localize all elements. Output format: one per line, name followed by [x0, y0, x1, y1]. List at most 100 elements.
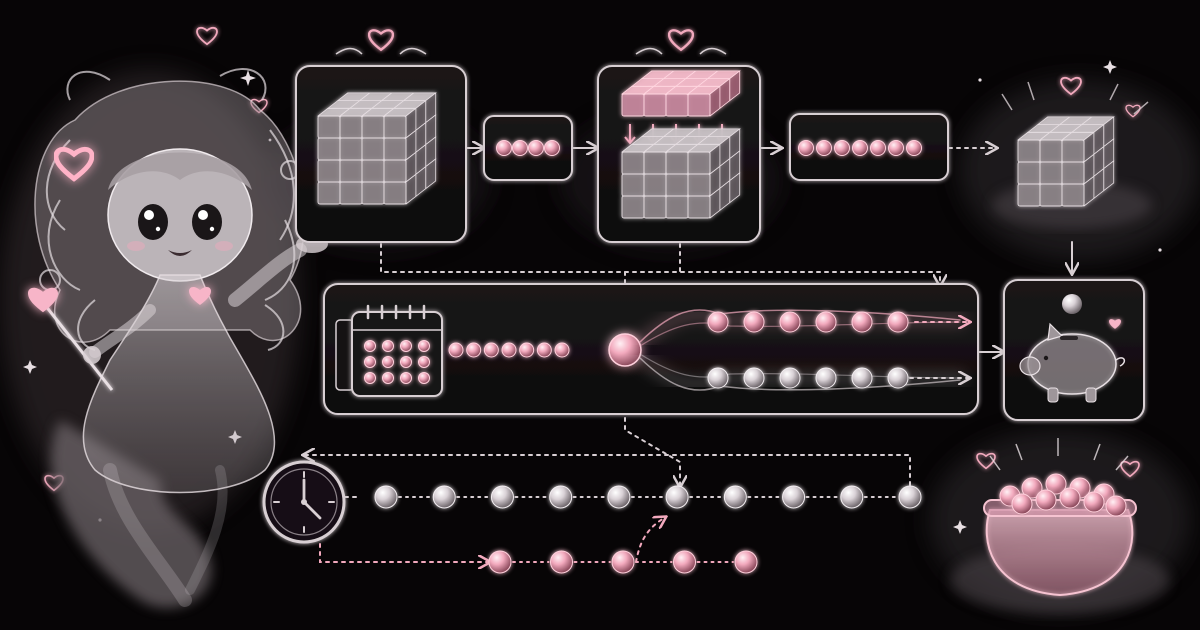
pot-pearl	[1083, 491, 1105, 513]
pearl-bead	[432, 485, 456, 509]
cube-box-split	[597, 29, 761, 243]
stream-panel	[323, 283, 979, 415]
calendar-cell-bead	[418, 372, 430, 384]
calendar-cell-bead	[364, 356, 376, 368]
pink-bead	[536, 342, 552, 358]
cube-face	[621, 195, 645, 219]
pearl-bead	[887, 367, 909, 389]
cube-face	[1103, 160, 1115, 192]
pink-bead	[851, 311, 873, 333]
cube-face	[729, 70, 741, 102]
pink-timeline	[488, 550, 758, 574]
pink-bead	[779, 311, 801, 333]
cube-face	[1061, 183, 1085, 207]
pearl-bead	[490, 485, 514, 509]
pink-bead	[512, 140, 528, 156]
cube-face	[621, 93, 645, 117]
cube-face	[665, 195, 689, 219]
pearl-bead	[815, 367, 837, 389]
pink-bead	[483, 342, 499, 358]
pink-bead	[834, 140, 850, 156]
cube-face	[383, 159, 407, 183]
cube-face	[643, 173, 667, 197]
cube-face	[1061, 139, 1085, 163]
cube-face	[339, 181, 363, 205]
calendar-cell-bead	[364, 372, 376, 384]
cube-face	[687, 195, 711, 219]
pearl-bead	[779, 367, 801, 389]
cube-face	[317, 137, 341, 161]
cube-stack-icon	[316, 92, 437, 205]
pot-pearl	[1105, 495, 1127, 517]
pink-bead	[611, 550, 635, 574]
calendar-icon	[335, 304, 443, 397]
pot-pearl	[1059, 487, 1081, 509]
cube-stack-icon	[620, 128, 741, 219]
cube-face	[665, 93, 689, 117]
coin-pearl	[1062, 294, 1082, 314]
calendar-cell-bead	[400, 340, 412, 352]
pearl-bead	[851, 367, 873, 389]
cube-face	[425, 158, 437, 190]
cube-box-input	[295, 29, 467, 243]
cube-face	[1039, 139, 1063, 163]
pink-bead	[550, 550, 573, 574]
calendar-cell-bead	[382, 372, 394, 384]
pink-bead	[870, 140, 886, 156]
cube-face	[1017, 183, 1041, 207]
pink-bead	[519, 342, 535, 358]
cube-face	[643, 151, 667, 175]
pink-bead	[707, 311, 729, 333]
pearl-bead	[743, 367, 765, 389]
piggy-bank-box	[1003, 279, 1145, 421]
cube-face	[1061, 161, 1085, 185]
pink-bead	[743, 311, 765, 333]
pearl-bead	[707, 367, 729, 389]
pearl-bead	[374, 485, 398, 509]
cube-face	[621, 173, 645, 197]
pink-bead	[673, 550, 696, 574]
cube-face	[1039, 183, 1063, 207]
cube-face	[361, 159, 385, 183]
heart-icon	[196, 26, 218, 46]
pearl-bead	[607, 485, 631, 509]
pink-bead	[554, 342, 570, 358]
pearl-bead	[898, 485, 922, 509]
pot-pearl	[1011, 493, 1033, 515]
cube-face	[1017, 139, 1041, 163]
pink-bead	[887, 311, 909, 333]
pink-bead	[528, 140, 544, 156]
cube-face	[361, 181, 385, 205]
clock-icon	[262, 460, 346, 544]
calendar-cell-bead	[364, 340, 376, 352]
calendar-cell-bead	[418, 356, 430, 368]
cube-face	[339, 137, 363, 161]
cube-face	[729, 172, 741, 204]
pearl-bead	[723, 485, 747, 509]
chain-box-1	[483, 115, 573, 181]
cube-face	[317, 159, 341, 183]
chain-box-2	[789, 113, 949, 181]
cube-face	[687, 93, 711, 117]
pot-pearl	[1045, 473, 1067, 495]
cube-face	[339, 159, 363, 183]
pink-bead	[496, 140, 512, 156]
heart-wand-icon	[28, 287, 114, 391]
fairy-girl-icon	[28, 68, 328, 608]
cube-face	[1039, 161, 1063, 185]
pink-bead	[798, 140, 814, 156]
pink-bead	[816, 140, 832, 156]
pink-bead	[888, 140, 904, 156]
cube-face	[361, 137, 385, 161]
cube-face	[383, 181, 407, 205]
calendar-cell-bead	[382, 356, 394, 368]
cube-face	[339, 115, 363, 139]
pink-bead	[734, 550, 758, 574]
pearl-bead	[665, 485, 689, 509]
calendar-cell-bead	[418, 340, 430, 352]
heart-icon	[368, 29, 394, 51]
cube-face	[687, 151, 711, 175]
cube-face	[383, 137, 407, 161]
